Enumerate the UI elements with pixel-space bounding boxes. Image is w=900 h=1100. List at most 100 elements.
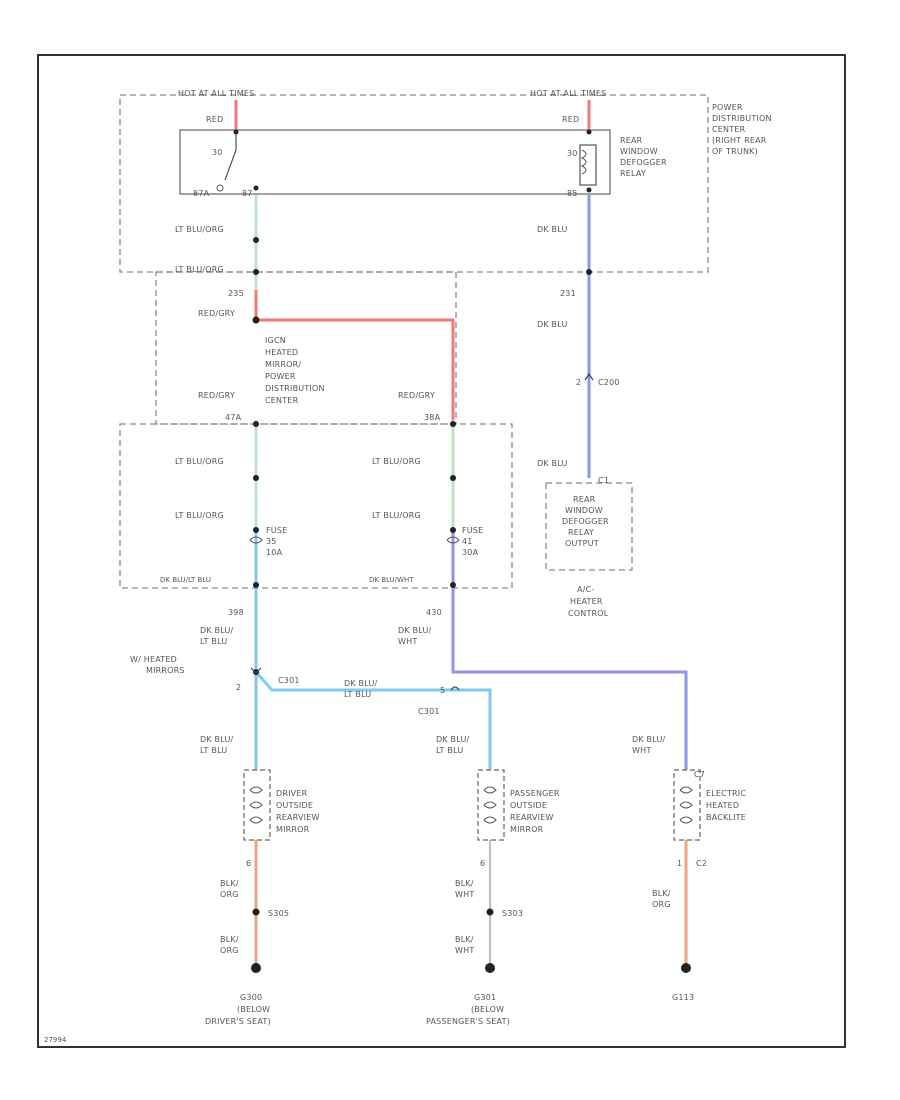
dk-blu-wht-2b: WHT (632, 746, 651, 755)
pdc-name-3: CENTER (712, 125, 746, 134)
lt-blu-org-label-3: LT BLU/ORG (175, 457, 224, 466)
mirror-pdc-6: CENTER (265, 396, 299, 405)
splice-s305: S305 (268, 909, 289, 918)
wire-color-red-right: RED (562, 115, 579, 124)
relay-switch (216, 132, 259, 192)
blk-wht-1b: WHT (455, 890, 474, 899)
blk-org-2a: BLK/ (220, 935, 239, 944)
pin-6-passenger: 6 (480, 859, 485, 868)
pdc-name-4: (RIGHT REAR (712, 136, 767, 145)
relay-name-4: RELAY (620, 169, 646, 178)
hvac-caption-1: A/C- (577, 585, 594, 594)
dk-blu-label-2: DK BLU (537, 320, 568, 329)
connector-dots (233, 129, 592, 916)
relay-name-3: DEFOGGER (620, 158, 667, 167)
w-heated-mirrors-1: W/ HEATED (130, 655, 177, 664)
blk-wht-2a: BLK/ (455, 935, 474, 944)
ground-g301-3: PASSENGER'S SEAT) (426, 1017, 510, 1026)
pin-6-driver: 6 (246, 859, 251, 868)
ground-g300-1: G300 (240, 993, 262, 1002)
hvac-name-4: RELAY (568, 528, 594, 537)
passenger-mirror-4: MIRROR (510, 825, 544, 834)
c200-pin: 2 (576, 378, 581, 387)
connector-marks (250, 372, 594, 691)
hvac-name-2: WINDOW (565, 506, 603, 515)
blk-wht-1a: BLK/ (455, 879, 474, 888)
grounds (251, 963, 691, 973)
mirror-pdc-1: IGCN (265, 336, 286, 345)
fuse-block-outline (119, 423, 513, 589)
pin-5-c301: 5 (440, 686, 445, 695)
c301-label-right: C301 (418, 707, 440, 716)
mirror-pdc-5: DISTRIBUTION (265, 384, 325, 393)
pin-2-c301: 2 (236, 683, 241, 692)
pin-87a: 87A (193, 189, 210, 198)
ground-g301-1: G301 (474, 993, 496, 1002)
hvac-name-1: REAR (573, 495, 596, 504)
relay-name-2: WINDOW (620, 147, 658, 156)
hvac-control-outline (545, 482, 633, 571)
fuse-right-3: 30A (462, 548, 479, 557)
pin-430: 430 (426, 608, 442, 617)
wire-dk-blu-lt-blu-trunk (254, 530, 492, 770)
wires (234, 100, 688, 965)
hvac-caption-3: CONTROL (568, 609, 609, 618)
pin-30-coil: 30 (567, 149, 578, 158)
dk-blu-wht-1a: DK BLU/ (398, 626, 432, 635)
load-components (243, 769, 701, 841)
blk-wht-2b: WHT (455, 946, 474, 955)
backlite-1: ELECTRIC (706, 789, 746, 798)
pin-38a: 38A (424, 413, 441, 422)
relay-name-1: REAR (620, 136, 643, 145)
fuse-symbols (249, 536, 460, 544)
wire-dk-blu-wht (451, 530, 688, 770)
red-gry-label-1: RED/GRY (198, 309, 235, 318)
ground-g113: G113 (672, 993, 694, 1002)
backlite-3: BACKLITE (706, 813, 746, 822)
relay-box (179, 129, 611, 195)
wire-color-red-left: RED (206, 115, 223, 124)
mirror-power-distribution-outline (155, 271, 457, 425)
pin-231: 231 (560, 289, 576, 298)
hot-at-all-times-right: HOT AT ALL TIMES (530, 89, 606, 98)
driver-mirror-3: REARVIEW (276, 813, 320, 822)
lt-blu-org-label-4: LT BLU/ORG (372, 457, 421, 466)
ground-g300-3: DRIVER'S SEAT) (205, 1017, 271, 1026)
c301-label-left: C301 (278, 676, 300, 685)
dk-blu-lt-blu-1b: LT BLU (200, 637, 227, 646)
pdc-name-5: OF TRUNK) (712, 147, 758, 156)
pin-c7: C7 (694, 770, 705, 779)
passenger-mirror-1: PASSENGER (510, 789, 560, 798)
pin-30-switch: 30 (212, 148, 223, 157)
blk-org-1b: ORG (220, 890, 239, 899)
hvac-caption-2: HEATER (570, 597, 603, 606)
fuse-left-3: 10A (266, 548, 283, 557)
dk-blu-lt-blu-2a: DK BLU/ (344, 679, 378, 688)
fuse-left-2: 35 (266, 537, 277, 546)
dk-blu-lt-blu-4b: LT BLU (436, 746, 463, 755)
pin-1-backlite: 1 (677, 859, 682, 868)
dk-blu-label-3: DK BLU (537, 459, 568, 468)
lt-blu-org-label-5: LT BLU/ORG (175, 511, 224, 520)
mirror-pdc-3: MIRROR/ (265, 360, 301, 369)
footer-id: 27994 (44, 1036, 67, 1044)
fuse-block-wire-left: DK BLU/LT BLU (160, 576, 211, 584)
dk-blu-lt-blu-1a: DK BLU/ (200, 626, 234, 635)
mirror-pdc-4: POWER (265, 372, 296, 381)
pin-235: 235 (228, 289, 244, 298)
dk-blu-lt-blu-3a: DK BLU/ (200, 735, 234, 744)
lt-blu-org-label-2: LT BLU/ORG (175, 265, 224, 274)
mirror-pdc-2: HEATED (265, 348, 298, 357)
ground-g301-2: (BELOW (471, 1005, 504, 1014)
dk-blu-wht-1b: WHT (398, 637, 417, 646)
blk-org-1a: BLK/ (220, 879, 239, 888)
pdc-name-1: POWER (712, 103, 743, 112)
power-distribution-center-outline (119, 94, 709, 273)
lt-blu-org-label-6: LT BLU/ORG (372, 511, 421, 520)
w-heated-mirrors-2: MIRRORS (146, 666, 185, 675)
dk-blu-lt-blu-2b: LT BLU (344, 690, 371, 699)
labels: HOT AT ALL TIMES HOT AT ALL TIMES RED RE… (44, 89, 771, 1044)
c200-label: C200 (598, 378, 620, 387)
pin-47a: 47A (225, 413, 242, 422)
